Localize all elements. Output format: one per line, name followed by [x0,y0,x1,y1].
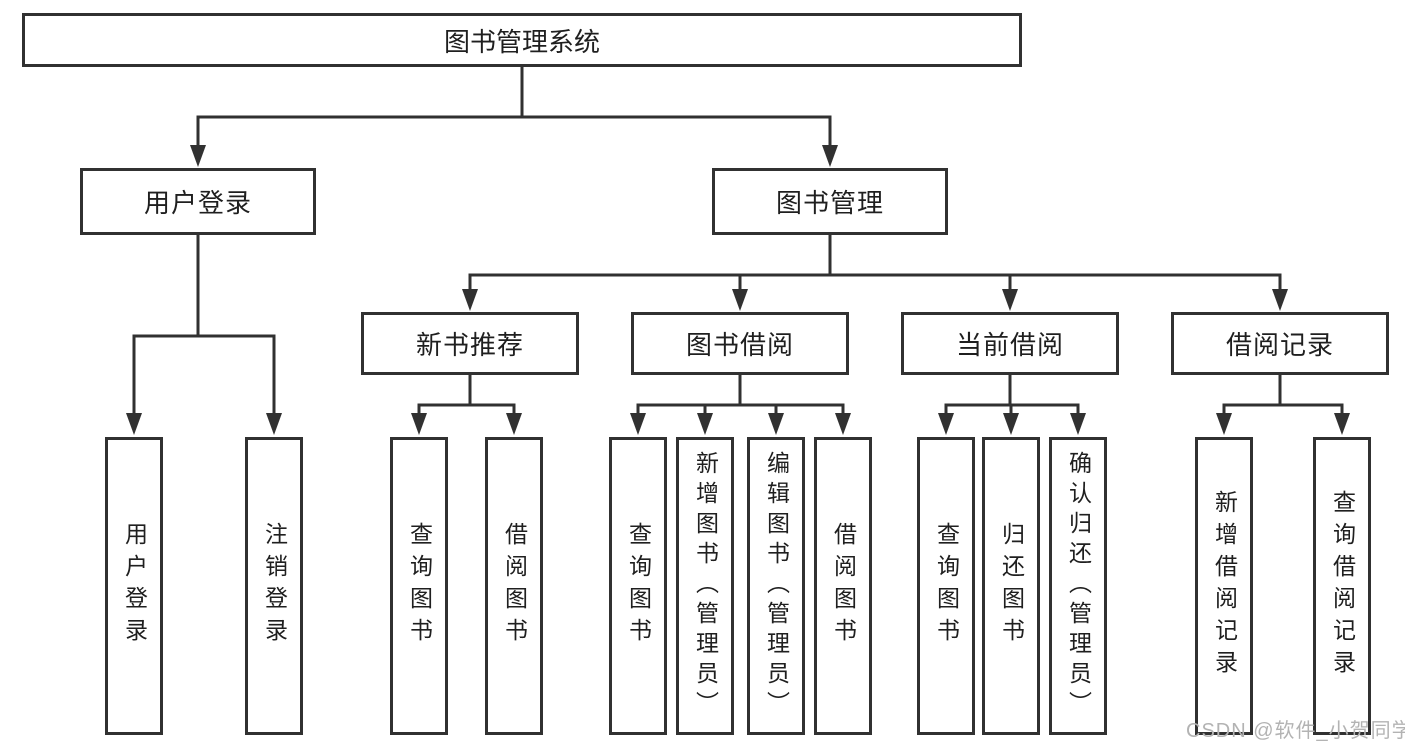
node-current-borrow: 当前借阅 [901,312,1119,375]
leaf-logout-login: 注销登录 [245,437,303,735]
node-label: 用户登录 [143,188,252,218]
leaf-current-query-books: 查询图书 [917,437,975,735]
node-label: 新增图书（管理员） [692,451,719,721]
leaf-records-query-record: 查询借阅记录 [1313,437,1371,735]
node-label: 查询图书 [933,522,960,650]
node-user-login: 用户登录 [80,168,316,235]
node-label: 编辑图书（管理员） [763,451,790,721]
node-label: 图书管理 [775,188,884,218]
leaf-borrow-add-books-admin: 新增图书（管理员） [676,437,734,735]
node-label: 归还图书 [998,522,1025,650]
node-label: 当前借阅 [955,330,1064,360]
leaf-records-add-record: 新增借阅记录 [1195,437,1253,735]
leaf-borrow-borrow-books: 借阅图书 [814,437,872,735]
node-book-borrow: 图书借阅 [631,312,849,375]
leaf-current-return-books: 归还图书 [982,437,1040,735]
leaf-borrow-query-books: 查询图书 [609,437,667,735]
node-label: 新书推荐 [415,330,524,360]
node-label: 图书借阅 [685,330,794,360]
node-label: 查询图书 [406,522,433,650]
node-label: 图书管理系统 [443,26,600,57]
node-library-system: 图书管理系统 [22,13,1022,67]
leaf-user-login: 用户登录 [105,437,163,735]
node-book-management: 图书管理 [712,168,948,235]
leaf-newbook-query-books: 查询图书 [390,437,448,735]
node-label: 用户登录 [121,522,148,650]
node-label: 确认归还（管理员） [1065,451,1092,721]
leaf-current-confirm-return-admin: 确认归还（管理员） [1049,437,1107,735]
csdn-watermark: CSDN @软件_小贺同学 [1186,720,1405,742]
leaf-borrow-edit-books-admin: 编辑图书（管理员） [747,437,805,735]
node-label: 注销登录 [261,522,288,650]
node-borrow-records: 借阅记录 [1171,312,1389,375]
node-label: 查询图书 [625,522,652,650]
leaf-newbook-borrow-books: 借阅图书 [485,437,543,735]
node-label: 借阅图书 [830,522,857,650]
node-label: 借阅图书 [501,522,528,650]
node-label: 查询借阅记录 [1329,490,1356,682]
node-label: 借阅记录 [1225,330,1334,360]
node-new-book-recommend: 新书推荐 [361,312,579,375]
node-label: 新增借阅记录 [1211,490,1238,682]
